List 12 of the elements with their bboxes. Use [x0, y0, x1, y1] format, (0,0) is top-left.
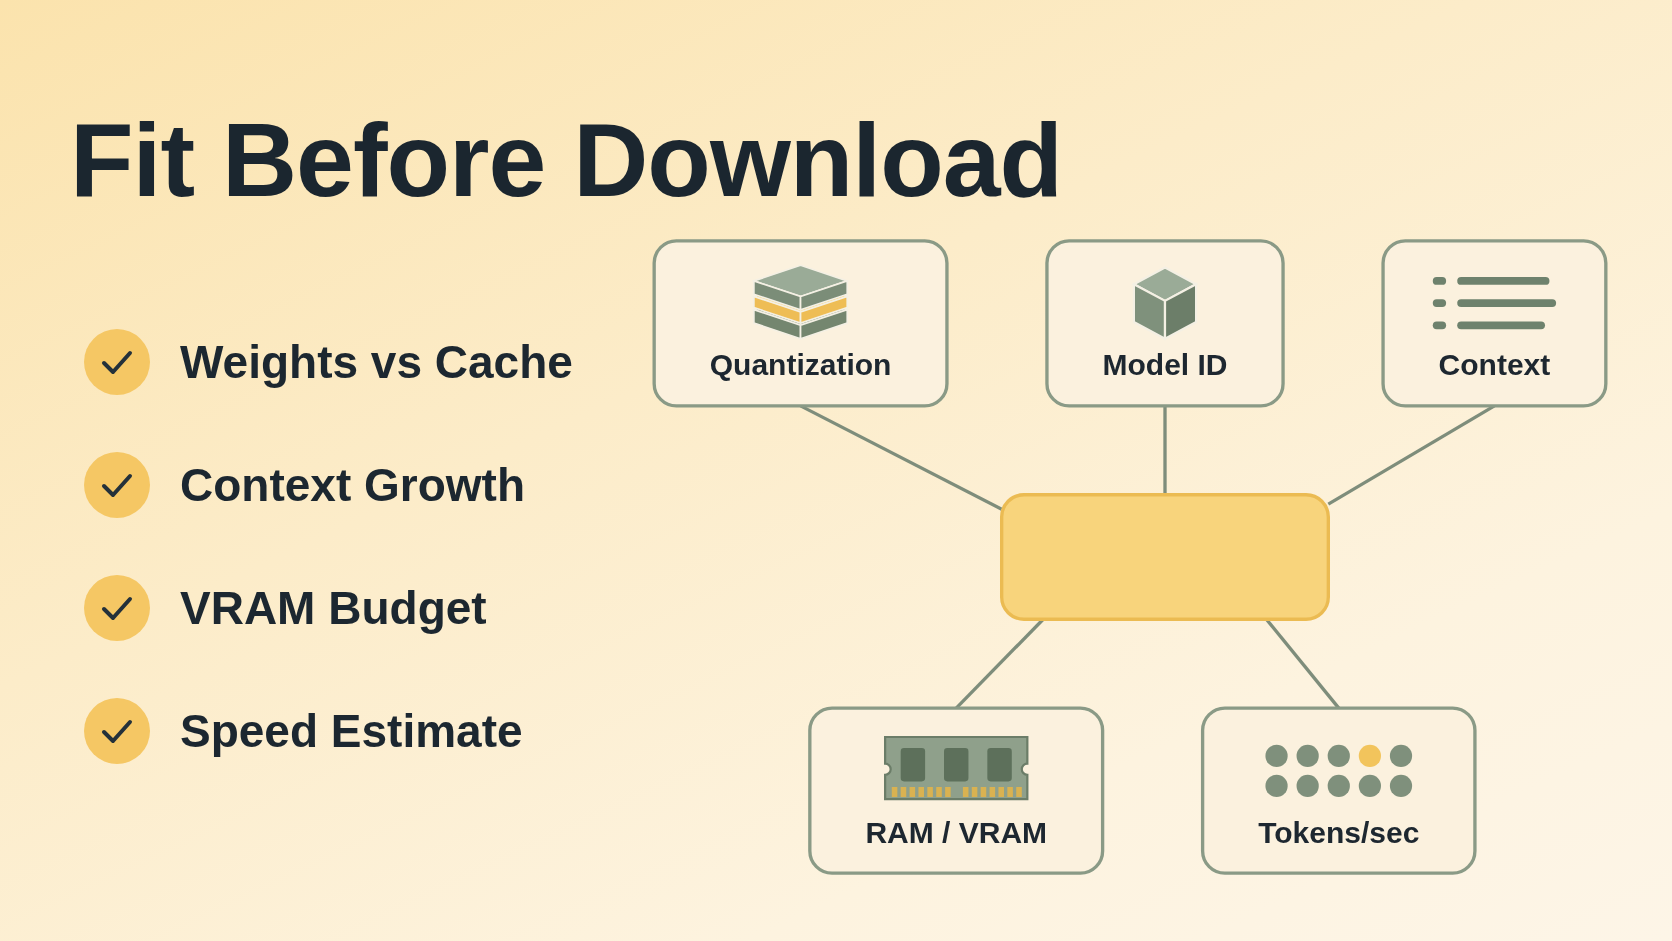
node-box: Context [1381, 239, 1608, 408]
node-box: RAM / VRAM [808, 706, 1105, 875]
node-box: Quantization [652, 239, 949, 408]
checklist-item: Weights vs Cache [180, 334, 573, 389]
node-box: Tokens/sec [1200, 706, 1477, 875]
checklist-item: VRAM Budget [180, 580, 487, 635]
node-box: Model ID [1045, 239, 1285, 408]
title: Fit Before Download [70, 101, 1063, 220]
checklist-item: Context Growth [180, 457, 525, 512]
connector [1163, 405, 1167, 495]
checklist-item: Speed Estimate [180, 703, 523, 758]
node-box [1000, 493, 1330, 621]
